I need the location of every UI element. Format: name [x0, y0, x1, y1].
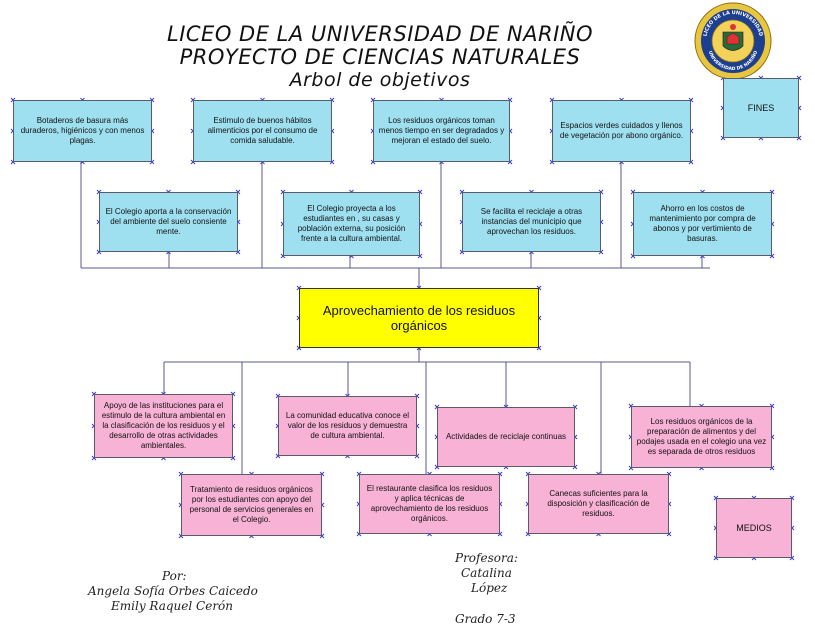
- fin-box-4[interactable]: Espacios verdes cuidados y llenos de veg…: [552, 100, 691, 162]
- teacher-label: Profesora:: [455, 551, 518, 565]
- grade-label: Grado 7-3: [455, 612, 516, 626]
- medio-box-3[interactable]: Actividades de reciclaje continuas: [437, 407, 575, 467]
- teacher-last-name: López: [471, 581, 508, 595]
- handle-mark: [789, 555, 795, 561]
- medio-box-2[interactable]: La comunidad educativa conoce el valor d…: [278, 396, 417, 456]
- fin-box-6[interactable]: El Colegio proyecta a los estudiantes en…: [283, 192, 420, 256]
- handle-mark: [497, 531, 503, 537]
- fin-box-5[interactable]: El Colegio aporta a la conservación del …: [99, 192, 238, 252]
- medio-box-4[interactable]: Los residuos orgánicos de la preparación…: [631, 406, 772, 468]
- fin-box-1[interactable]: Botaderos de basura más duraderos, higié…: [13, 100, 152, 162]
- fin-box-3[interactable]: Los residuos orgánicos toman menos tiemp…: [373, 100, 510, 162]
- handle-mark: [688, 159, 694, 165]
- authors-label: Por:: [162, 569, 187, 583]
- medios-connectors: [163, 348, 691, 480]
- handle-mark: [414, 453, 420, 459]
- medio-box-5[interactable]: Tratamiento de residuos orgánicos por lo…: [181, 474, 322, 536]
- handle-mark: [796, 135, 802, 141]
- fin-box-8[interactable]: Ahorro en los costos de mantenimiento po…: [633, 192, 772, 256]
- medio-box-6[interactable]: El restaurante clasifica los residuos y …: [359, 474, 500, 534]
- medio-box-7[interactable]: Canecas suficientes para la disposición …: [528, 474, 669, 534]
- author-name-2: Emily Raquel Cerón: [111, 599, 234, 613]
- handle-mark: [149, 159, 155, 165]
- handle-mark: [598, 249, 604, 255]
- author-name-1: Angela Sofía Orbes Caicedo: [88, 584, 258, 598]
- handle-mark: [769, 465, 775, 471]
- handle-mark: [230, 455, 236, 461]
- fin-box-2[interactable]: Estimulo de buenos hábitos alimenticios …: [193, 100, 332, 162]
- handle-mark: [507, 159, 513, 165]
- handle-mark: [319, 533, 325, 539]
- university-seal-icon: LICEO DE LA UNIVERSIDAD UNIVERSIDAD DE N…: [694, 2, 772, 80]
- fines-label-box[interactable]: FINES: [723, 78, 799, 138]
- handle-mark: [329, 159, 335, 165]
- central-objective-box[interactable]: Aprovechamiento de los residuos orgánico…: [299, 288, 539, 348]
- title-line-1: LICEO DE LA UNIVERSIDAD DE NARIÑO: [167, 22, 593, 46]
- handle-mark: [666, 531, 672, 537]
- handle-mark: [235, 249, 241, 255]
- handle-mark: [417, 253, 423, 259]
- title-line-2: PROYECTO DE CIENCIAS NATURALES: [179, 45, 581, 69]
- medios-label-box[interactable]: MEDIOS: [716, 498, 792, 558]
- title-line-3: Arbol de objetivos: [289, 69, 471, 91]
- handle-mark: [572, 464, 578, 470]
- medio-box-1[interactable]: Apoyo de las instituciones para el estim…: [94, 394, 233, 458]
- teacher-first-name: Catalina: [461, 566, 512, 580]
- handle-mark: [769, 253, 775, 259]
- handle-mark: [536, 345, 542, 351]
- fin-box-7[interactable]: Se facilita el reciclaje a otras instanc…: [462, 192, 601, 252]
- fines-connectors: [80, 162, 710, 288]
